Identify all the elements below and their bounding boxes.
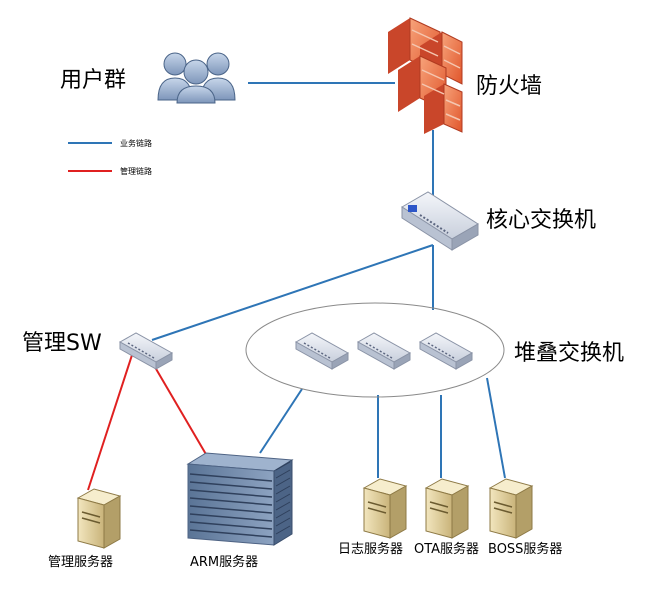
firewall-icon	[388, 17, 463, 134]
users-icon	[157, 52, 236, 104]
arm-server-label: ARM服务器	[190, 554, 258, 570]
boss-server-icon	[488, 478, 534, 539]
mgmt-server-icon	[76, 488, 122, 549]
mgmt-switch-label: 管理SW	[22, 331, 102, 356]
ota-server-label: OTA服务器	[414, 541, 479, 557]
link-core-mgmtsw	[151, 244, 434, 341]
mgmt-switch-icon	[118, 332, 174, 370]
link-mgmtsw-arm	[151, 361, 208, 457]
ota-server-icon	[424, 478, 470, 539]
log-server-icon	[362, 478, 408, 539]
log-server-label: 日志服务器	[338, 541, 403, 557]
stack-switch-group	[245, 302, 505, 398]
stack-switch-2-icon	[356, 332, 412, 370]
mgmt-server-label: 管理服务器	[48, 554, 113, 570]
boss-server-label: BOSS服务器	[488, 541, 562, 557]
link-mgmtsw-mgmtserver	[87, 354, 133, 491]
users-label: 用户群	[60, 68, 126, 93]
core-switch-icon	[401, 191, 479, 251]
arm-server-rack-icon	[186, 452, 294, 546]
core-switch-label: 核心交换机	[486, 208, 596, 233]
link-stack-boss	[486, 377, 506, 479]
firewall-label: 防火墙	[476, 74, 542, 99]
stack-switch-1-icon	[294, 332, 350, 370]
link-stack-arm	[259, 388, 303, 454]
stack-switch-label: 堆叠交换机	[514, 341, 624, 366]
legend-business-label: 业务链路	[120, 138, 152, 148]
legend: 业务链路 管理链路	[68, 138, 152, 176]
stack-switch-3-icon	[418, 332, 474, 370]
legend-management-label: 管理链路	[120, 166, 152, 176]
